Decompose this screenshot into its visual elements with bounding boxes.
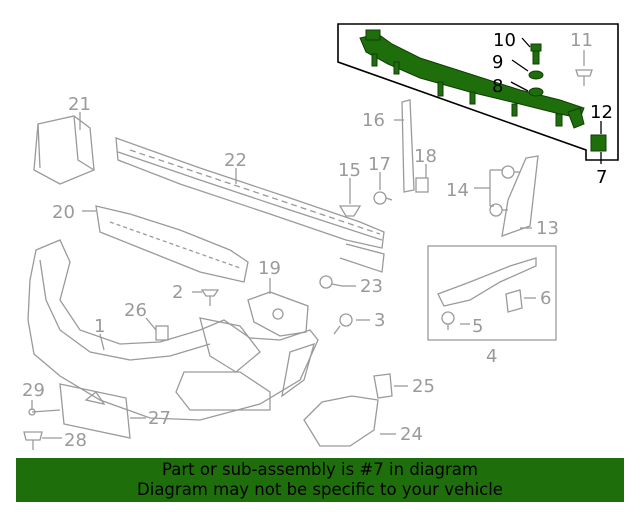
- clip-12-shape: [590, 134, 607, 152]
- callout-22: 22: [224, 150, 247, 171]
- license-plate-bracket-27-shape: [59, 383, 131, 439]
- bolt-11-shape: [575, 52, 593, 86]
- callout-29: 29: [22, 380, 45, 401]
- callout-27: 27: [148, 408, 171, 429]
- bumper-fascia-1-shape: [27, 239, 319, 421]
- screw-29-shape: [28, 408, 61, 416]
- callout-28: 28: [64, 430, 87, 451]
- screw-3-shape: [333, 313, 353, 335]
- clip-26-shape: [155, 325, 169, 341]
- callout-17: 17: [368, 154, 391, 175]
- bracket-19-shape: [247, 291, 309, 337]
- callout-11: 11: [570, 30, 593, 51]
- callout-9: 9: [492, 52, 503, 73]
- bolt-14a-shape: [501, 165, 520, 179]
- banner-line-2: Diagram may not be specific to your vehi…: [137, 480, 503, 499]
- bezel-24-shape: [303, 395, 379, 447]
- callout-7: 7: [596, 167, 607, 188]
- grille-20-shape: [95, 205, 249, 283]
- callout-12: 12: [590, 102, 613, 123]
- subassembly-4-box: [427, 245, 557, 341]
- screw-17-shape: [373, 191, 393, 205]
- callout-21: 21: [68, 94, 91, 115]
- callout-23: 23: [360, 276, 383, 297]
- callout-6: 6: [540, 288, 551, 309]
- callout-19: 19: [258, 258, 281, 279]
- callout-5: 5: [472, 316, 483, 337]
- callout-25: 25: [412, 376, 435, 397]
- clip-6-shape: [505, 289, 523, 313]
- callout-15: 15: [338, 160, 361, 181]
- bracket-13-shape: [501, 155, 539, 237]
- callout-18: 18: [414, 146, 437, 167]
- leader-lines: [31, 50, 585, 439]
- callout-8: 8: [492, 76, 503, 97]
- screw-5-shape: [441, 311, 455, 330]
- callout-1: 1: [94, 316, 105, 337]
- fastener-28-shape: [23, 431, 43, 450]
- callout-13: 13: [536, 218, 559, 239]
- nut-8-shape: [528, 87, 544, 97]
- bracket-16-shape: [401, 99, 415, 193]
- callout-10: 10: [493, 30, 516, 51]
- callout-3: 3: [374, 310, 385, 331]
- subassembly-7-panel[interactable]: 10 9 8 12 7: [337, 23, 619, 188]
- callout-20: 20: [52, 202, 75, 223]
- screw-23-shape: [319, 275, 343, 289]
- bolt-10-shape: [530, 43, 542, 65]
- callout-4: 4: [486, 346, 497, 367]
- banner-line-1: Part or sub-assembly is #7 in diagram: [162, 460, 478, 479]
- bolt-14b-shape: [489, 203, 508, 217]
- bracket-25-shape: [373, 373, 393, 399]
- callout-2: 2: [172, 282, 183, 303]
- nut-18-shape: [415, 177, 429, 193]
- info-banner: Part or sub-assembly is #7 in diagram Di…: [16, 458, 624, 502]
- bracket-4-shape: [437, 257, 537, 307]
- parts-diagram: 10 9 8 12 7: [22, 23, 619, 451]
- callout-26: 26: [124, 300, 147, 321]
- upper-tie-bar-shape: [359, 29, 585, 129]
- callout-16: 16: [362, 110, 385, 131]
- callout-24: 24: [400, 424, 423, 445]
- callout-14: 14: [446, 180, 469, 201]
- clip-15-shape: [338, 205, 362, 217]
- push-pin-2-shape: [200, 289, 220, 306]
- sensor-21-shape: [33, 115, 95, 185]
- washer-9-shape: [528, 70, 544, 80]
- impact-bar-22-shape: [115, 137, 385, 273]
